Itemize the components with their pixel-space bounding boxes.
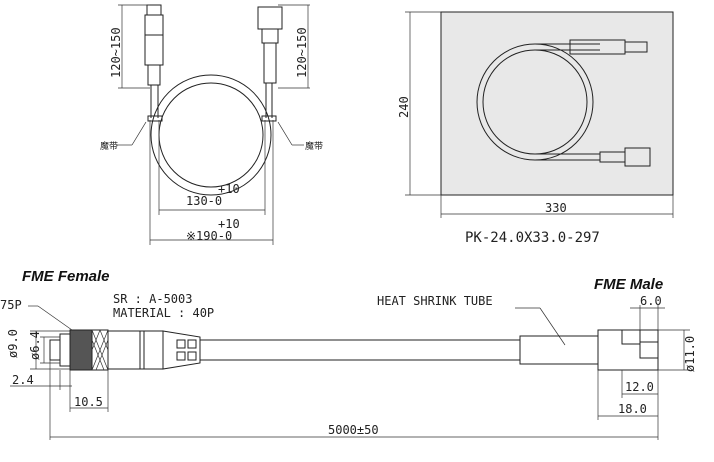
heat-shrink-label: HEAT SHRINK TUBE	[377, 294, 493, 308]
male-title: FME Male	[594, 276, 663, 293]
male-dim-18: 18.0	[618, 402, 647, 416]
heat-shrink-tube	[519, 335, 599, 365]
male-dim-12: 12.0	[625, 380, 654, 394]
dim-inner-tol: +10	[218, 182, 240, 196]
plating-callout: 75P	[0, 298, 22, 312]
tape-label-right: 魔带	[305, 140, 323, 152]
dia-inner: ø6.4	[28, 331, 42, 360]
male-dia: ø11.0	[683, 336, 697, 372]
dim-outer-tol: +10	[218, 217, 240, 231]
dim-2-4: 2.4	[12, 373, 34, 387]
total-length: 5000±50	[328, 423, 379, 437]
dim-10-5: 10.5	[74, 395, 103, 409]
package-code: PK-24.0X33.0-297	[465, 230, 600, 246]
dim-outer: ※190-0	[186, 229, 232, 243]
tape-label-left: 魔带	[100, 140, 118, 152]
dim-inner: 130-0	[186, 194, 222, 208]
coil-view: 120~150 120~150 魔带 魔带 +10 130-0 +10 ※190…	[100, 4, 323, 245]
tape-left	[147, 115, 163, 122]
package-width: 330	[545, 201, 567, 215]
dia-outer: ø9.0	[6, 329, 20, 358]
tape-right	[261, 115, 277, 122]
dim-left: 120~150	[109, 27, 123, 78]
sr-spec: SR : A-5003	[113, 292, 192, 306]
male-dim-6: 6.0	[640, 294, 662, 308]
package-view: 240 330 PK-24.0X33.0-297	[397, 11, 674, 246]
cable-side-view: FME Female FME Male 75P SR : A-5003 MATE…	[0, 268, 697, 440]
package-height: 240	[397, 96, 411, 118]
female-title: FME Female	[22, 268, 110, 285]
dim-right: 120~150	[295, 27, 309, 78]
material-spec: MATERIAL : 40P	[113, 306, 214, 320]
